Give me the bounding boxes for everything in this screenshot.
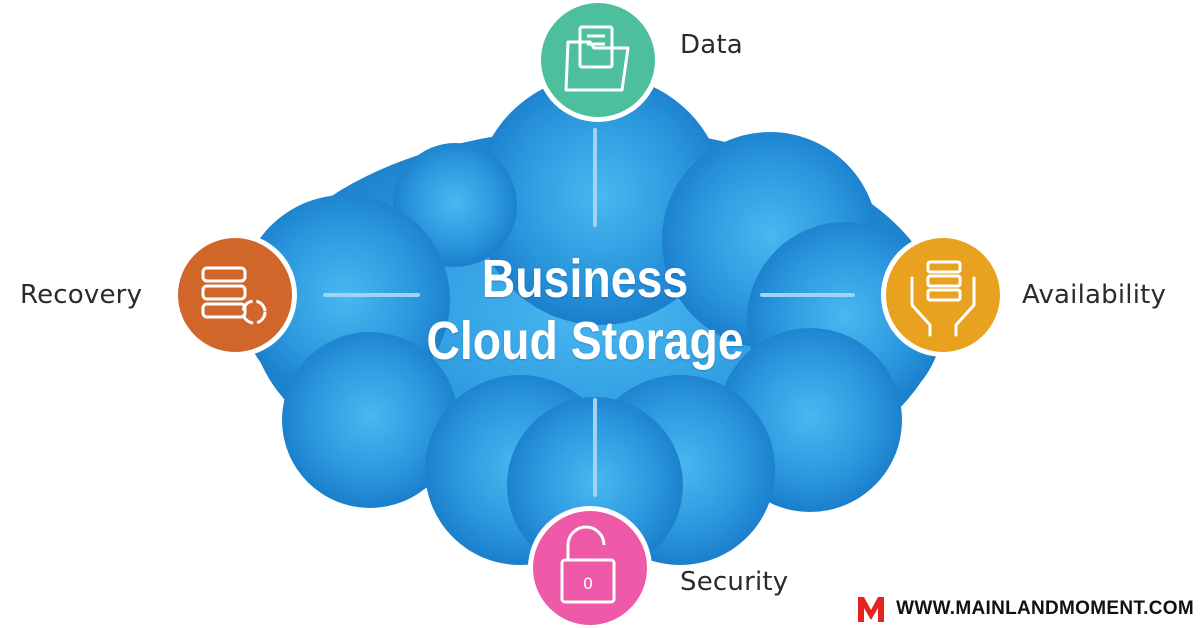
center-title-line1: Business bbox=[481, 249, 689, 309]
watermark: WWW.MAINLANDMOMENT.COM bbox=[854, 594, 1198, 624]
watermark-logo-icon bbox=[856, 594, 887, 624]
availability-label: Availability bbox=[1022, 280, 1167, 310]
recovery-label: Recovery bbox=[20, 280, 143, 310]
svg-text:0: 0 bbox=[583, 574, 593, 593]
padlock-icon: 0 bbox=[560, 525, 616, 604]
watermark-text: WWW.MAINLANDMOMENT.COM bbox=[896, 598, 1194, 619]
cloud-shape bbox=[240, 75, 943, 573]
recovery-node bbox=[173, 233, 297, 357]
security-label: Security bbox=[680, 567, 789, 597]
availability-node bbox=[881, 233, 1005, 357]
security-node: 0 bbox=[528, 506, 652, 628]
center-title: Business Cloud Storage bbox=[400, 248, 770, 372]
center-title-line2: Cloud Storage bbox=[426, 311, 744, 371]
data-node bbox=[536, 0, 660, 122]
connector-lines bbox=[323, 128, 855, 497]
data-label: Data bbox=[680, 30, 743, 60]
server-refresh-icon bbox=[201, 266, 267, 325]
hands-server-icon bbox=[910, 260, 976, 337]
folder-documents-icon bbox=[564, 25, 630, 92]
